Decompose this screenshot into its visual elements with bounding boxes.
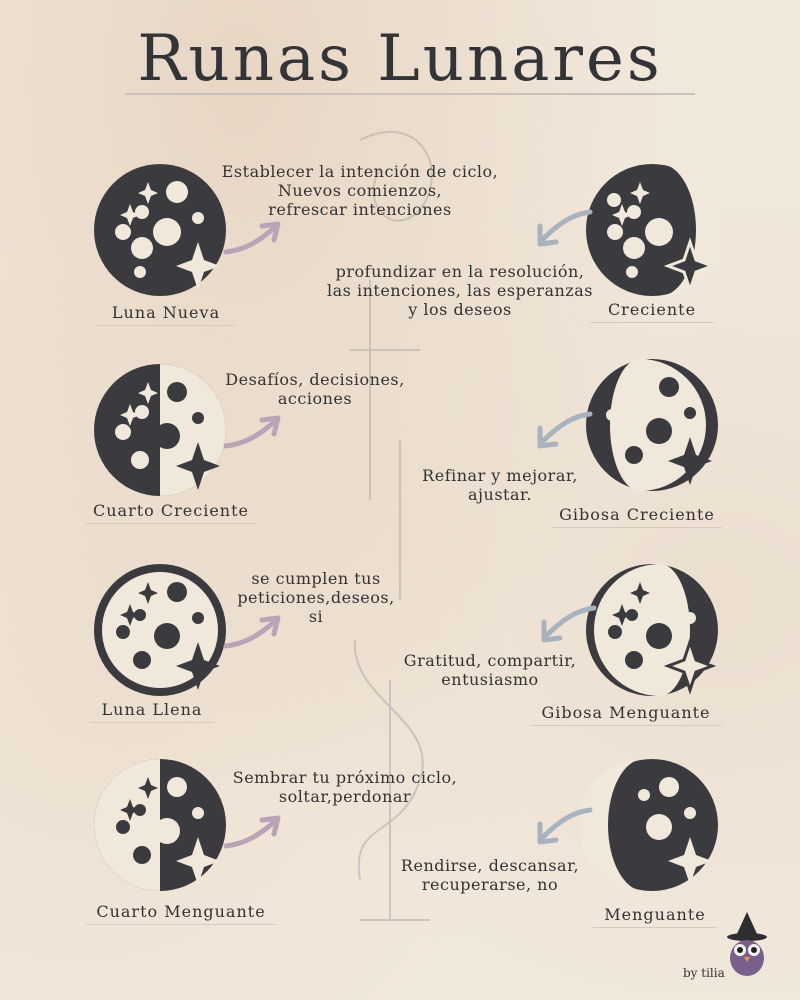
arrow-left-icon [541,605,597,643]
waxing-gibbous-icon [586,359,718,491]
label-gibosa-menguante: Gibosa Menguante [530,703,722,726]
arrow-right-icon [223,221,281,255]
pencil-watermark [350,131,433,921]
desc-gibosa-menguante: Gratitud, compartir,entusiasmo [403,651,577,689]
desc-luna-nueva: Establecer la intención de ciclo,Nuevos … [221,162,499,219]
full-moon-icon [94,564,226,696]
arrow-right-icon [223,415,281,449]
desc-gibosa-creciente: Refinar y mejorar,ajustar. [422,466,578,504]
arrow-left-icon [537,411,593,449]
witch-owl-icon [727,912,767,976]
title-underline [125,93,695,95]
arrow-left-icon [537,209,593,247]
label-gibosa-creciente: Gibosa Creciente [552,505,722,528]
arrow-left-icon [537,807,593,845]
desc-menguante: Rendirse, descansar,recuperarse, no [400,856,580,894]
arrow-right-icon [223,615,281,649]
first-quarter-icon [94,364,226,496]
credit-text: by tilia [683,966,725,980]
new-moon-icon [94,164,226,296]
waxing-crescent-icon [586,164,722,296]
page-title: Runas Lunares [137,22,663,96]
label-creciente: Creciente [590,300,714,323]
waning-gibbous-icon [586,564,718,696]
waning-crescent-icon [582,759,718,891]
label-luna-llena: Luna Llena [90,700,214,723]
arrow-right-icon [223,815,281,849]
label-cuarto-menguante: Cuarto Menguante [86,902,276,925]
desc-creciente: profundizar en la resolución,las intenci… [327,262,593,319]
label-luna-nueva: Luna Nueva [96,303,236,326]
desc-cuarto-creciente: Desafíos, decisiones,acciones [225,370,405,408]
last-quarter-icon [94,759,226,891]
label-cuarto-creciente: Cuarto Creciente [86,501,256,524]
label-menguante: Menguante [593,905,717,928]
desc-cuarto-menguante: Sembrar tu próximo ciclo,soltar,perdonar [232,768,458,806]
